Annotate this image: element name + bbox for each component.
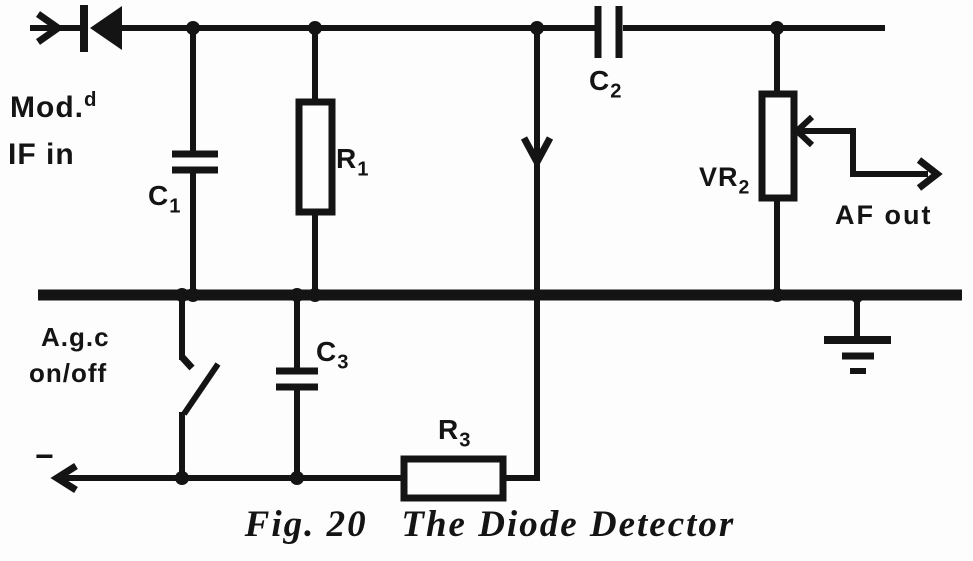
r1-base: R [336, 143, 358, 174]
junction-dot [530, 21, 544, 35]
vr2-base: VR [699, 162, 739, 192]
diode-icon [90, 6, 122, 50]
junction-dot [770, 21, 784, 35]
agc-switch [179, 300, 221, 478]
junction-dot [308, 21, 322, 35]
switch-top-contact [179, 354, 195, 371]
vr2-label: VR2 [699, 164, 750, 198]
vr2-sub: 2 [738, 176, 751, 199]
switch-lever [181, 362, 221, 416]
af-out-arrow-icon [916, 157, 943, 191]
input-arrow-icon [35, 11, 65, 45]
r1-branch [295, 28, 336, 295]
top-rail [30, 5, 885, 58]
r3-label: R3 [438, 416, 471, 451]
r3-base: R [438, 414, 460, 445]
vr2-branch [758, 28, 943, 295]
c2-label: C2 [589, 67, 622, 102]
c1-sub: 1 [169, 195, 182, 218]
c3-sub: 3 [337, 351, 350, 374]
earth-symbol [824, 300, 891, 374]
junction-dot [186, 288, 200, 302]
r1-resistor-box [295, 98, 336, 216]
minus-polarity-label: − [35, 438, 55, 474]
agc-label-line2: on/off [29, 358, 108, 388]
junction-dot [308, 288, 322, 302]
c2-base: C [589, 65, 611, 96]
junction-dot [851, 291, 863, 303]
r3-resistor-box [400, 455, 507, 502]
junction-dot [290, 288, 304, 302]
junction-dots [175, 21, 863, 485]
c1-base: C [148, 180, 170, 211]
vr2-wiper-arrow-icon [792, 114, 815, 148]
c3-base: C [316, 336, 338, 367]
c1-label: C1 [148, 182, 181, 217]
c3-branch [276, 300, 318, 478]
r3-sub: 3 [459, 429, 472, 452]
junction-dot [290, 471, 304, 485]
junction-dot [175, 288, 189, 302]
junction-dot [770, 288, 784, 302]
mod-text: Mod. [10, 91, 84, 125]
c2-sub: 2 [610, 80, 623, 103]
junction-dot [186, 21, 200, 35]
agc-label-line1: A.g.c [41, 322, 110, 352]
vr2-potentiometer-box [758, 90, 798, 202]
r1-label: R1 [336, 145, 369, 180]
current-direction-arrow-icon [520, 136, 554, 170]
input-label-mod: Mod.d [10, 90, 97, 123]
af-out-wire [800, 128, 928, 177]
c1-branch [172, 28, 218, 295]
mod-superscript: d [83, 89, 98, 111]
af-out-label: AF out [835, 200, 933, 230]
detector-drop-line [520, 28, 554, 481]
agc-arrow-icon [50, 463, 78, 493]
input-label-if-in: IF in [8, 138, 75, 171]
r1-sub: 1 [357, 158, 370, 181]
junction-dot [175, 471, 189, 485]
c3-label: C3 [316, 338, 349, 373]
agc-output-line [50, 455, 540, 502]
figure-caption: Fig. 20 The Diode Detector [244, 504, 736, 545]
